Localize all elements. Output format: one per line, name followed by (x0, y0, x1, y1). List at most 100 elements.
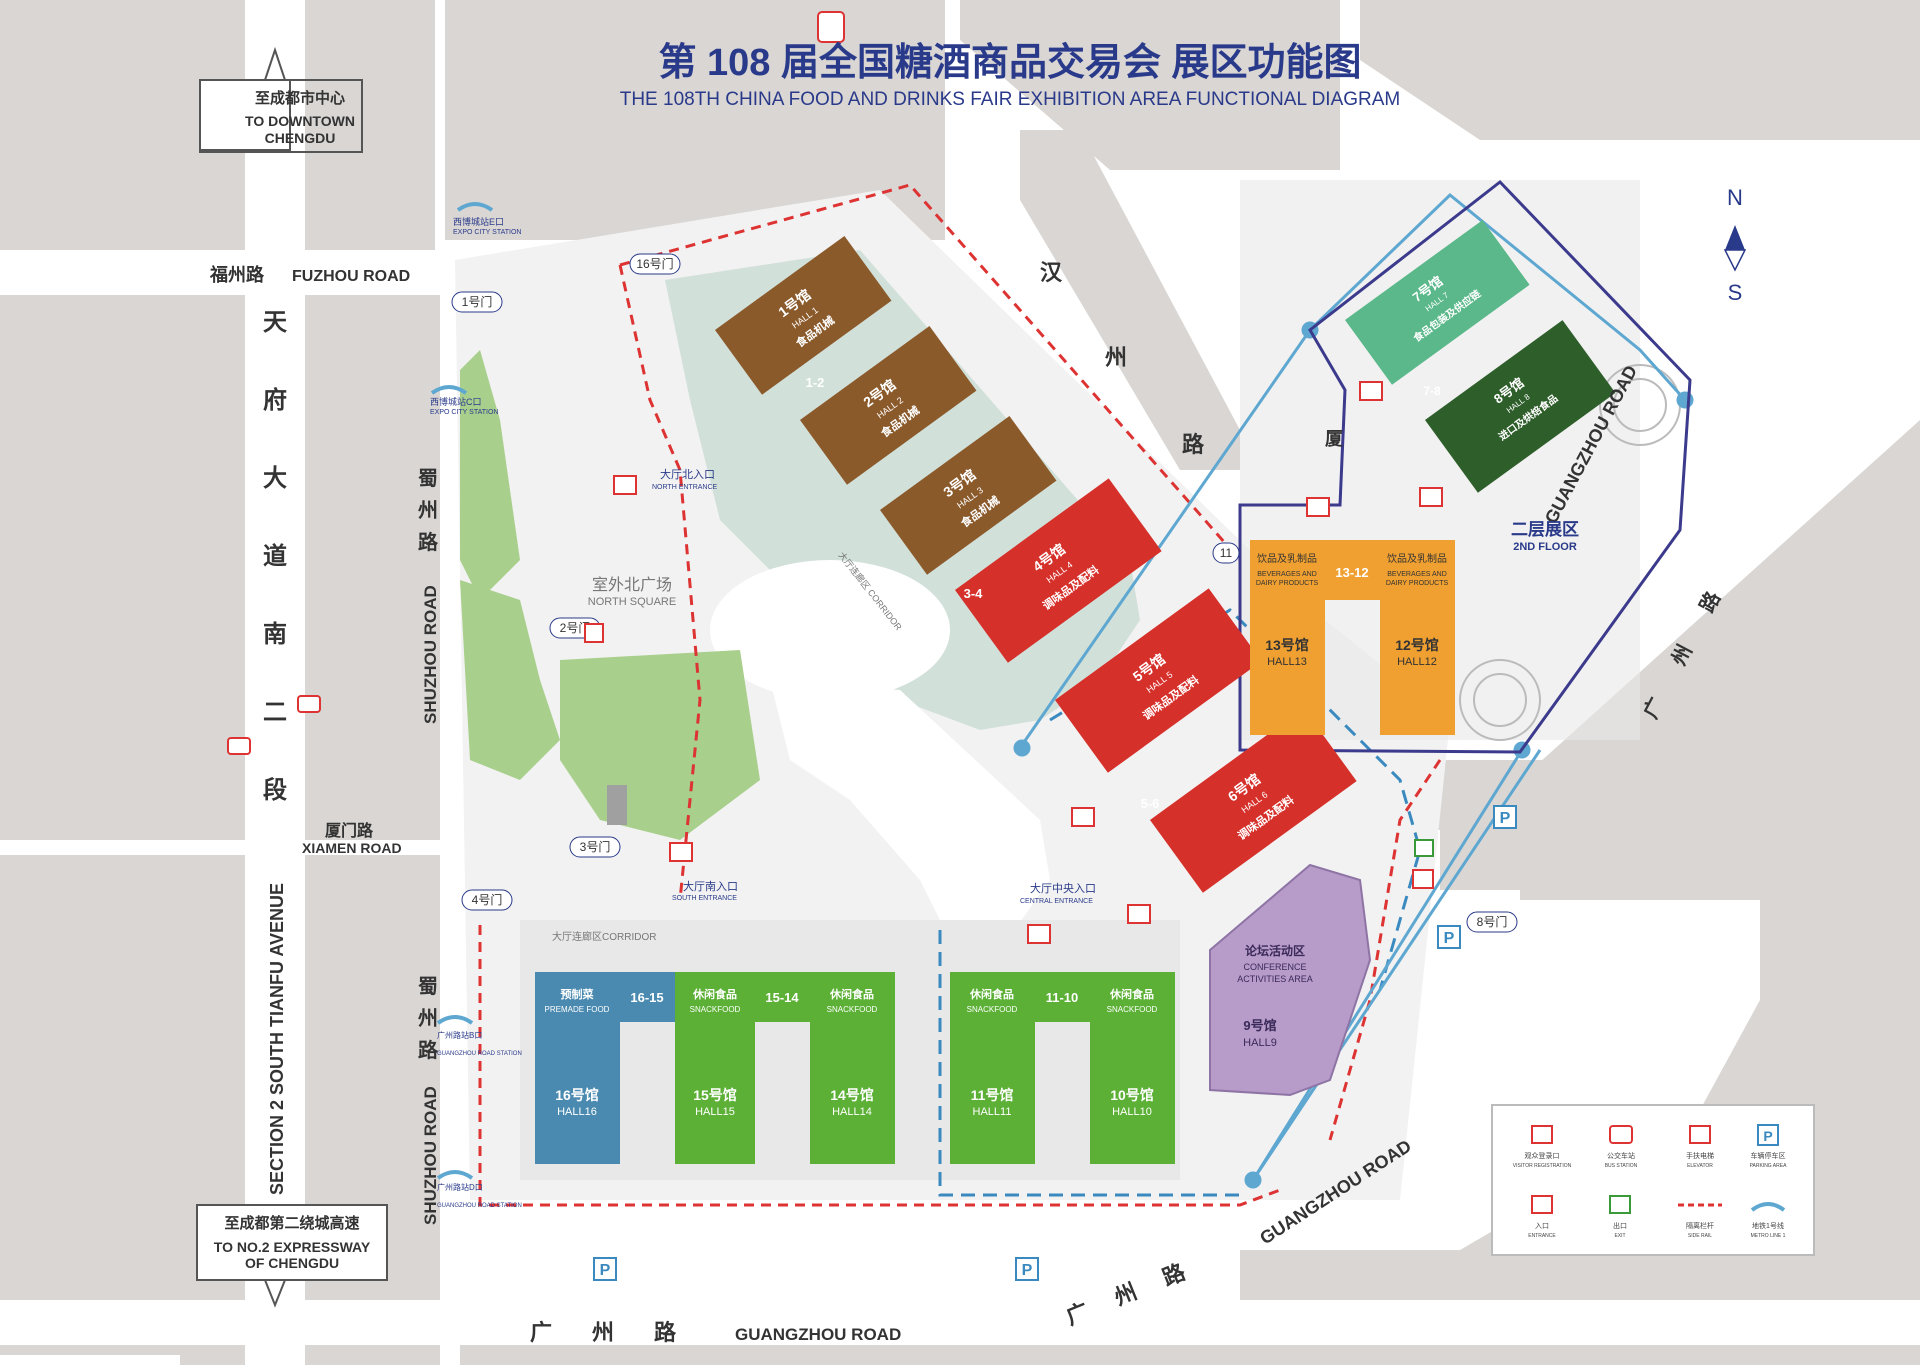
hall-5[interactable] (1055, 588, 1262, 773)
page-subtitle: THE 108TH CHINA FOOD AND DRINKS FAIR EXH… (620, 89, 1401, 110)
hall-10[interactable] (1090, 972, 1175, 1164)
central-entrance-en: CENTRAL ENTRANCE (1020, 898, 1093, 905)
hall-12-cat-en2: DAIRY PRODUCTS (1386, 580, 1449, 587)
legend-entrance-icon (1531, 1195, 1553, 1214)
hall-10-cat-en: SNACKFOOD (1107, 1005, 1158, 1014)
metro-line (1013, 192, 1694, 1189)
visitor-registration-icon (584, 623, 604, 643)
hall-12-cat: 饮品及乳制品 (1387, 552, 1447, 565)
svg-text:州: 州 (418, 499, 438, 522)
road-shuzhou-en-2: SHUZHOU ROAD (421, 1086, 440, 1225)
hall-10-en: HALL10 (1112, 1106, 1152, 1118)
connector-3-4: 3-4 (964, 586, 984, 601)
facility-icons (227, 381, 1443, 944)
hall-1[interactable] (715, 235, 892, 395)
svg-text:4号门: 4号门 (472, 892, 503, 907)
gate-1[interactable] (451, 291, 503, 313)
legend-entrance-cn: 入口 (1535, 1222, 1549, 1230)
gate-4[interactable] (461, 889, 513, 911)
legend-elevator-cn: 手扶电梯 (1686, 1151, 1714, 1160)
sign-expressway-en2: OF CHENGDU (245, 1255, 339, 1271)
station-b-cn: 广州路站B口 (437, 1030, 482, 1040)
elevator-icon (1071, 807, 1095, 827)
sign-downtown: 至成都市中心 TO DOWNTOWN CHENGDU (199, 46, 355, 151)
visitor-registration-icon (613, 475, 637, 495)
parking-icon (1015, 1257, 1039, 1281)
svg-text:南: 南 (263, 621, 287, 648)
halls-machinery: 1号馆 HALL 1 食品机械 2号馆 HALL 2 食品机械 3号馆 HALL… (715, 235, 1057, 575)
hall-4[interactable] (955, 478, 1162, 663)
hall-16-en: HALL16 (557, 1106, 597, 1118)
hall-16[interactable] (535, 972, 620, 1164)
road-shuzhou-cn-1: 蜀 (418, 467, 438, 490)
parking-icon (1437, 925, 1461, 949)
second-floor-cn: 二层展区 (1511, 520, 1579, 539)
second-floor-en: 2ND FLOOR (1513, 541, 1577, 553)
hall-15-cat-en: SNACKFOOD (690, 1005, 741, 1014)
north-entrance-en: NORTH ENTRANCE (652, 484, 718, 491)
north-square-en: NORTH SQUARE (588, 596, 676, 608)
svg-text:路: 路 (1182, 432, 1205, 457)
gate-8[interactable] (1466, 911, 1518, 933)
svg-text:大: 大 (263, 465, 287, 492)
elevator-icon (1419, 487, 1443, 507)
hall-2[interactable] (800, 325, 977, 485)
halls-south: 预制菜 PREMADE FOOD 16号馆 HALL16 16-15 休闲食品 … (535, 972, 1175, 1164)
gates: 1号门 2号门 3号门 4号门 8号门 11 16号门 (451, 253, 1518, 933)
svg-text:路: 路 (418, 1038, 439, 1062)
hall-6[interactable] (1150, 708, 1357, 893)
hall-14[interactable] (810, 972, 895, 1164)
svg-text:1号门: 1号门 (462, 294, 493, 309)
svg-text:3号门: 3号门 (580, 839, 611, 854)
hall-11-cat: 休闲食品 (969, 987, 1014, 1001)
page-title: 第 108 届全国糖酒商品交易会 展区功能图 (658, 41, 1361, 84)
title-block: 第 108 届全国糖酒商品交易会 展区功能图 THE 108TH CHINA F… (620, 11, 1401, 110)
hall-12[interactable] (1380, 540, 1455, 735)
elevator-icon (1127, 904, 1151, 924)
connector-1-2: 1-2 (806, 375, 825, 390)
compass: N S (1723, 185, 1747, 305)
legend-elevator-icon (1689, 1125, 1711, 1144)
hall-13-name: 13号馆 (1265, 637, 1309, 653)
svg-text:天: 天 (263, 309, 287, 336)
svg-text:二: 二 (263, 699, 287, 726)
station-d-en: GUANGZHOU ROAD STATION (437, 1203, 522, 1209)
bus-icon (297, 695, 321, 713)
connector-13-12: 13-12 (1335, 565, 1368, 580)
hall-13[interactable] (1250, 540, 1325, 735)
hall-16-cat-en: PREMADE FOOD (545, 1005, 610, 1014)
gate-11[interactable] (1212, 542, 1240, 564)
hall-7[interactable] (1345, 220, 1530, 385)
hall-3[interactable] (880, 415, 1057, 575)
metro-d-icon (436, 1170, 474, 1180)
hall-14-en: HALL14 (832, 1106, 872, 1118)
hall-13-cat: 饮品及乳制品 (1257, 552, 1317, 565)
hall-15[interactable] (675, 972, 755, 1164)
gate-16[interactable] (629, 253, 681, 275)
conference-area: 论坛活动区 CONFERENCE ACTIVITIES AREA 9号馆 HAL… (1209, 863, 1372, 1097)
connector-11-10: 11-10 (1046, 990, 1079, 1005)
halls-beverage: 13-12 饮品及乳制品 BEVERAGES AND DAIRY PRODUCT… (1250, 540, 1455, 735)
svg-text:府: 府 (263, 386, 287, 414)
connector-16-15-block (620, 972, 675, 1022)
connector-13-12-block (1325, 540, 1380, 600)
legend-fence-cn: 隔离栏杆 (1686, 1221, 1714, 1230)
hall-13-en: HALL13 (1267, 656, 1307, 668)
hall-10-name: 10号馆 (1110, 1087, 1154, 1103)
sign-downtown-en1: TO DOWNTOWN (245, 113, 355, 129)
legend-metro-icon (1750, 1202, 1786, 1212)
legend-exit-cn: 出口 (1613, 1221, 1627, 1230)
hall-8[interactable] (1425, 320, 1616, 493)
road-fuzhou-en: FUZHOU ROAD (292, 268, 410, 285)
legend-fence-en: SIDE RAIL (1688, 1233, 1712, 1239)
gate-3[interactable] (569, 836, 621, 858)
conference-name: 论坛活动区 (1245, 943, 1305, 958)
compass-south: S (1728, 280, 1743, 305)
hall-11[interactable] (950, 972, 1035, 1164)
hall-9[interactable] (1209, 863, 1372, 1097)
svg-text:P: P (1022, 1262, 1033, 1279)
svg-text:11: 11 (1220, 546, 1233, 560)
conference-en1: CONFERENCE (1243, 962, 1306, 972)
svg-text:州: 州 (1105, 345, 1127, 370)
